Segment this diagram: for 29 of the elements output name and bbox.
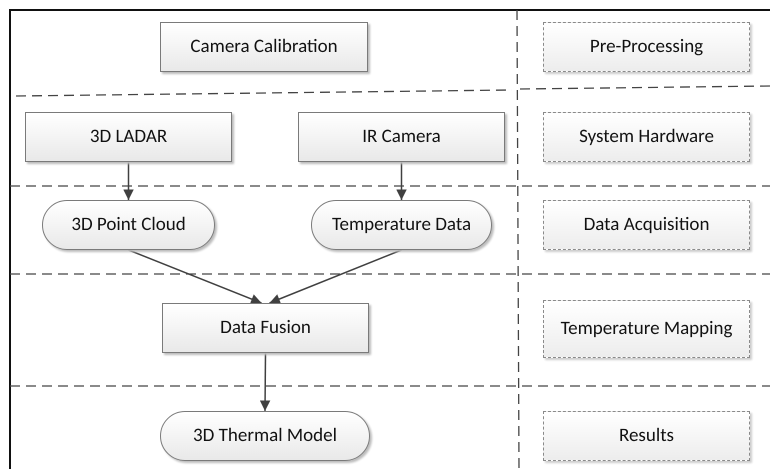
node-label: Camera Calibration xyxy=(190,35,338,59)
node-label: Data Fusion xyxy=(220,316,311,340)
stage-box xyxy=(543,22,750,72)
data-terminal xyxy=(42,200,215,250)
arrow xyxy=(128,249,262,304)
process-box xyxy=(160,22,368,72)
node-label: Data Acquisition xyxy=(584,213,710,237)
process-box xyxy=(298,112,505,162)
node-label: Temperature Data xyxy=(332,213,472,237)
node-label: System Hardware xyxy=(579,125,714,149)
node-label: Pre-Processing xyxy=(590,35,704,59)
data-terminal xyxy=(311,200,492,250)
stage-box xyxy=(543,112,750,162)
arrow xyxy=(260,353,270,411)
node-label: Results xyxy=(618,424,674,448)
node-label: Temperature Mapping xyxy=(560,317,732,341)
process-box xyxy=(162,303,369,353)
node-label: 3D Thermal Model xyxy=(193,424,337,448)
stage-box xyxy=(543,200,750,250)
arrow xyxy=(396,162,407,200)
arrow xyxy=(269,249,402,304)
node-label: IR Camera xyxy=(362,125,441,149)
arrow xyxy=(123,162,134,200)
process-box xyxy=(25,112,232,162)
stage-box xyxy=(543,411,750,461)
node-label: 3D LADAR xyxy=(90,125,168,149)
data-terminal xyxy=(160,411,370,461)
node-label: 3D Point Cloud xyxy=(71,213,186,237)
stage-box xyxy=(543,300,750,358)
